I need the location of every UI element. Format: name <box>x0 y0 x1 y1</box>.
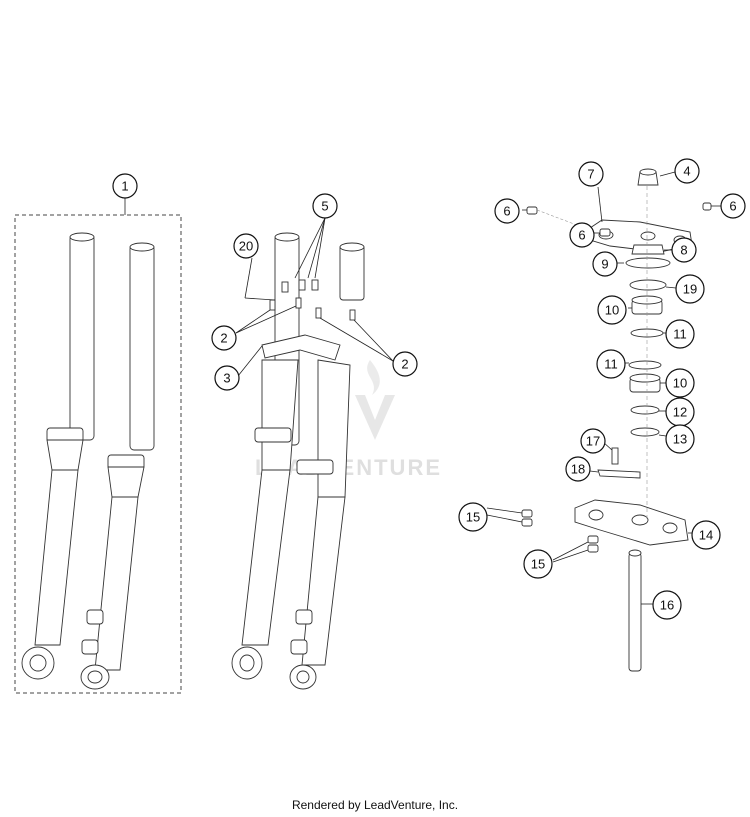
callout-10: 10 <box>597 295 627 325</box>
callout-20: 20 <box>233 233 259 259</box>
svg-text:8: 8 <box>680 243 687 258</box>
callout-19: 19 <box>675 274 705 304</box>
callout-9: 9 <box>592 251 618 277</box>
callout-4: 4 <box>674 158 700 184</box>
svg-text:7: 7 <box>587 167 594 182</box>
callout-1: 1 <box>112 173 138 199</box>
svg-text:2: 2 <box>401 357 408 372</box>
steering-assembly <box>486 168 722 672</box>
svg-text:5: 5 <box>321 199 328 214</box>
callout-6: 6 <box>569 222 595 248</box>
callout-12: 12 <box>665 397 695 427</box>
svg-text:15: 15 <box>531 557 545 572</box>
callout-13: 13 <box>665 424 695 454</box>
svg-text:12: 12 <box>673 405 687 420</box>
callout-15: 15 <box>458 502 488 532</box>
svg-text:6: 6 <box>578 228 585 243</box>
callout-10: 10 <box>665 368 695 398</box>
svg-text:18: 18 <box>571 462 585 477</box>
callout-5: 5 <box>312 193 338 219</box>
callout-11: 11 <box>665 319 695 349</box>
callout-14: 14 <box>691 520 721 550</box>
footer-credit: Rendered by LeadVenture, Inc. <box>291 798 459 812</box>
callout-16: 16 <box>652 590 682 620</box>
svg-text:1: 1 <box>121 179 128 194</box>
callout-6: 6 <box>720 193 746 219</box>
callout-11: 11 <box>596 349 626 379</box>
svg-text:13: 13 <box>673 432 687 447</box>
callout-3: 3 <box>214 365 240 391</box>
callout-17: 17 <box>580 428 606 454</box>
fork-assembly-complete <box>14 197 182 694</box>
svg-text:6: 6 <box>503 204 510 219</box>
svg-text:11: 11 <box>604 357 618 372</box>
svg-text:11: 11 <box>673 327 687 342</box>
svg-text:20: 20 <box>239 239 253 254</box>
svg-text:16: 16 <box>660 598 674 613</box>
svg-text:3: 3 <box>223 371 230 386</box>
svg-text:10: 10 <box>673 376 687 391</box>
svg-text:6: 6 <box>729 199 736 214</box>
svg-text:15: 15 <box>466 510 480 525</box>
callout-2: 2 <box>392 351 418 377</box>
svg-text:17: 17 <box>586 434 600 449</box>
svg-text:4: 4 <box>683 164 690 179</box>
svg-text:2: 2 <box>220 331 227 346</box>
callout-8: 8 <box>671 237 697 263</box>
callout-18: 18 <box>565 456 591 482</box>
leader-lines <box>235 217 394 377</box>
svg-text:9: 9 <box>601 257 608 272</box>
svg-text:10: 10 <box>605 303 619 318</box>
svg-text:19: 19 <box>683 282 697 297</box>
callout-15: 15 <box>523 549 553 579</box>
callout-6: 6 <box>494 198 520 224</box>
callout-7: 7 <box>578 161 604 187</box>
svg-text:14: 14 <box>699 528 713 543</box>
fork-assembly-exploded <box>231 232 365 690</box>
callout-2: 2 <box>211 325 237 351</box>
